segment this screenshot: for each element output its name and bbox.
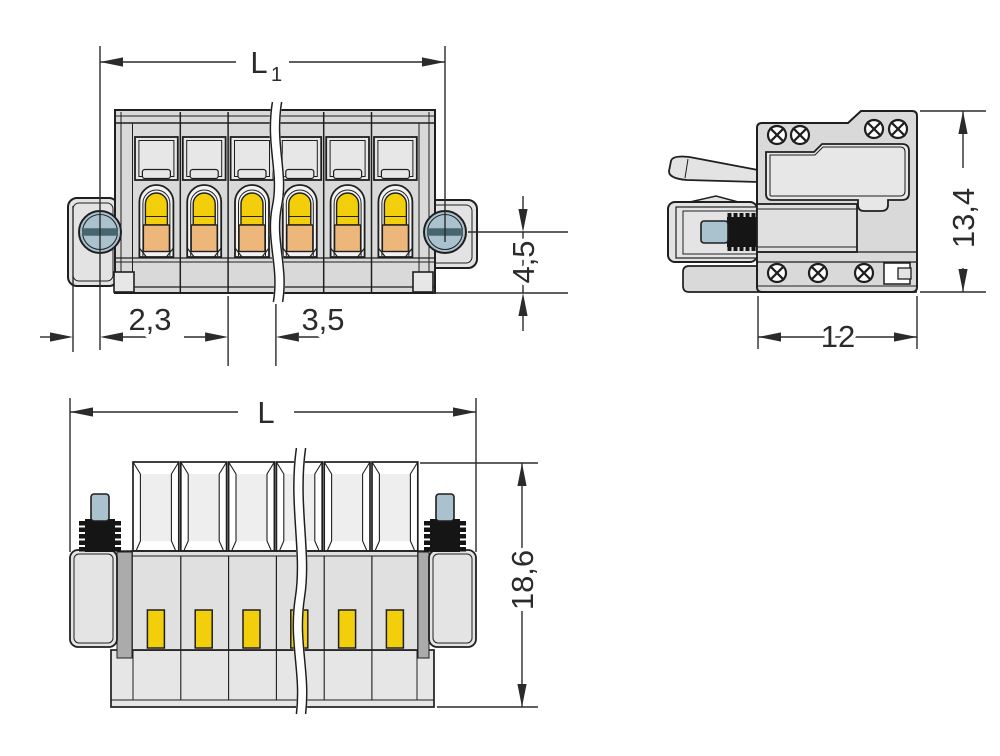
clamp-plate-left xyxy=(69,549,118,648)
dim-total-length: L xyxy=(69,391,477,552)
dim-label-l1: L xyxy=(250,45,267,80)
side-view xyxy=(667,110,918,293)
threaded-screw-left xyxy=(79,493,121,552)
dim-label-flange-offset: 2,3 xyxy=(128,302,171,337)
dim-screw-axis-height: 4,5 xyxy=(433,196,568,331)
dim-label-screw-axis-height: 4,5 xyxy=(506,240,541,283)
front-view xyxy=(67,102,478,302)
mounting-foot-right xyxy=(412,271,434,293)
dim-label-pole-pitch: 3,5 xyxy=(301,302,344,337)
dim-label-total-height: 18,6 xyxy=(505,550,540,610)
dim-flange-offset: 2,3 xyxy=(40,206,176,352)
bottom-view xyxy=(69,448,477,714)
dim-l1: L 1 xyxy=(99,41,446,350)
dim-side-height: 13,4 xyxy=(920,110,986,293)
dim-total-height: 18,6 xyxy=(420,462,544,708)
locking-lever xyxy=(668,155,759,183)
mounting-foot-left xyxy=(113,271,135,293)
threaded-flange xyxy=(667,195,758,263)
dim-side-depth: 12 xyxy=(757,296,918,358)
dim-label-l1-sub: 1 xyxy=(271,64,282,86)
dim-label-total-length: L xyxy=(257,395,274,430)
dim-pole-pitch: 3,5 xyxy=(184,296,349,366)
housing-band xyxy=(131,550,419,651)
threaded-screw-right xyxy=(424,493,466,552)
lower-skirt xyxy=(110,649,435,708)
pole-towers xyxy=(132,461,419,552)
clamp-plate-right xyxy=(428,549,477,648)
connector-housing-side xyxy=(756,110,918,293)
snap-in-foot xyxy=(883,262,912,285)
threaded-screw-side xyxy=(700,213,757,251)
dim-label-side-depth: 12 xyxy=(821,319,855,354)
dim-label-side-height: 13,4 xyxy=(946,188,981,248)
